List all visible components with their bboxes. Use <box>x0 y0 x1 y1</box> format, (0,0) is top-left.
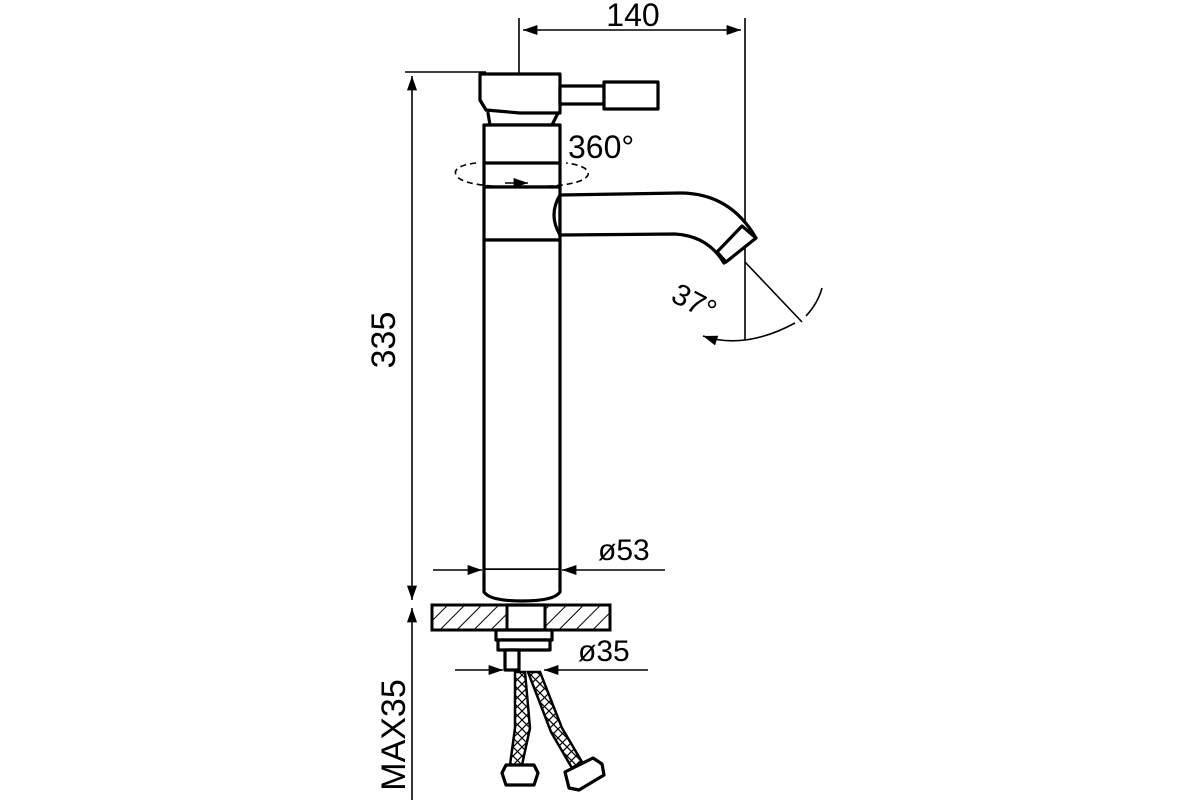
dimension-shank-diameter: ø35 <box>455 635 648 676</box>
spout-angle-indicator: 37° <box>666 261 823 346</box>
handle-lever <box>478 72 660 127</box>
shank-diameter-label: ø35 <box>578 635 630 668</box>
countertop-section <box>430 603 612 642</box>
dimension-body-diameter: ø53 <box>433 534 665 576</box>
rotation-label: 360° <box>568 129 634 165</box>
reach-label: 140 <box>606 0 659 33</box>
rotation-indicator: 360° <box>454 129 634 189</box>
deck-thickness-label: MAX35 <box>375 679 413 791</box>
angle-label: 37° <box>666 277 722 327</box>
dimension-reach: 140 <box>518 0 746 340</box>
body-diameter-label: ø53 <box>598 534 650 567</box>
mounting-shank-and-hoses <box>496 638 606 792</box>
dimension-height: 335 <box>365 71 486 600</box>
faucet-body <box>482 123 562 603</box>
faucet-spout <box>552 191 758 265</box>
dimension-deck-thickness: MAX35 <box>375 608 418 800</box>
height-label: 335 <box>365 312 403 369</box>
